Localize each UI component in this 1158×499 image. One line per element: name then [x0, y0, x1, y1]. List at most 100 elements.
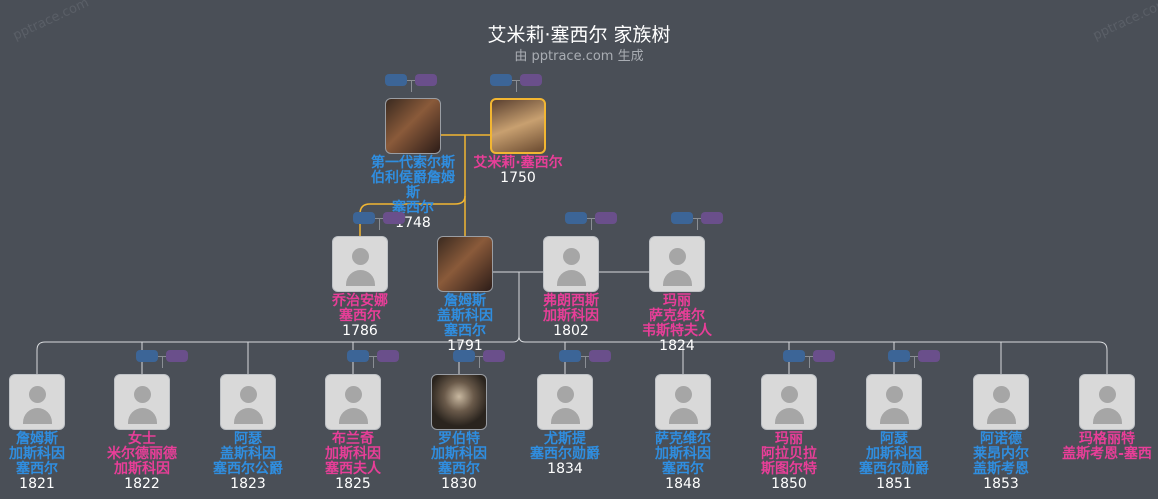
relation-badges[interactable]	[353, 212, 409, 230]
name-line: 韦斯特夫人	[642, 323, 712, 339]
spouse-button[interactable]	[595, 212, 617, 224]
spouse-button[interactable]	[483, 350, 505, 362]
relation-badges[interactable]	[888, 350, 944, 368]
parents-button[interactable]	[565, 212, 587, 224]
person-photo[interactable]	[655, 374, 711, 430]
birth-year: 1853	[983, 476, 1019, 492]
name-line: 萨克维尔	[649, 308, 705, 324]
relation-badges[interactable]	[453, 350, 509, 368]
name-line: 塞西尔	[438, 461, 480, 477]
person-photo[interactable]	[537, 374, 593, 430]
name-line: 加斯科因	[114, 461, 170, 477]
person-photo[interactable]	[761, 374, 817, 430]
spouse-button[interactable]	[383, 212, 405, 224]
parents-button[interactable]	[888, 350, 910, 362]
name-line: 加斯科因	[866, 446, 922, 462]
name-line: 詹姆斯	[16, 431, 58, 447]
spouse-button[interactable]	[166, 350, 188, 362]
parents-button[interactable]	[347, 350, 369, 362]
person-name: 乔治安娜塞西尔	[295, 294, 425, 324]
parents-button[interactable]	[353, 212, 375, 224]
person-photo[interactable]	[114, 374, 170, 430]
person-name: 萨克维尔加斯科因塞西尔	[618, 432, 748, 477]
name-line: 阿诺德	[980, 431, 1022, 447]
parents-button[interactable]	[453, 350, 475, 362]
parents-button[interactable]	[671, 212, 693, 224]
relation-badges[interactable]	[559, 350, 615, 368]
spouse-button[interactable]	[918, 350, 940, 362]
child-line-gold	[359, 195, 466, 236]
name-line: 加斯科因	[655, 446, 711, 462]
person-photo[interactable]	[543, 236, 599, 292]
relation-badges[interactable]	[347, 350, 403, 368]
parents-button[interactable]	[559, 350, 581, 362]
person-photo[interactable]	[220, 374, 276, 430]
person-photo[interactable]	[490, 98, 546, 154]
badge-connector	[585, 356, 586, 368]
spouse-button[interactable]	[589, 350, 611, 362]
person-node[interactable]: 玛格丽特盖斯考恩-塞西	[1042, 374, 1158, 462]
spouse-button[interactable]	[520, 74, 542, 86]
avatar-icon	[669, 248, 686, 265]
person-photo[interactable]	[332, 236, 388, 292]
name-line: 玛格丽特	[1079, 431, 1135, 447]
person-name: 阿诺德莱昂内尔盖斯考恩	[936, 432, 1066, 477]
relation-badges[interactable]	[671, 212, 727, 230]
name-line: 塞西尔勋爵	[530, 446, 600, 462]
spouse-button[interactable]	[377, 350, 399, 362]
parents-button[interactable]	[490, 74, 512, 86]
name-line: 詹姆斯	[444, 293, 486, 309]
birth-year: 1850	[771, 476, 807, 492]
parents-button[interactable]	[783, 350, 805, 362]
relation-badges[interactable]	[565, 212, 621, 230]
person-photo[interactable]	[9, 374, 65, 430]
name-line: 加斯科因	[325, 446, 381, 462]
avatar-icon	[669, 408, 698, 424]
person-photo[interactable]	[437, 236, 493, 292]
person-photo[interactable]	[431, 374, 487, 430]
avatar-icon	[557, 386, 574, 403]
spouse-button[interactable]	[813, 350, 835, 362]
person-photo[interactable]	[973, 374, 1029, 430]
badge-connector	[516, 80, 517, 92]
relation-badges[interactable]	[783, 350, 839, 368]
person-photo[interactable]	[866, 374, 922, 430]
name-line: 盖斯科因	[220, 446, 276, 462]
relation-badges[interactable]	[136, 350, 192, 368]
person-photo[interactable]	[385, 98, 441, 154]
person-photo[interactable]	[1079, 374, 1135, 430]
name-line: 塞西尔	[339, 308, 381, 324]
parents-button[interactable]	[136, 350, 158, 362]
spouse-button[interactable]	[701, 212, 723, 224]
person-name: 布兰奇加斯科因塞西夫人	[288, 432, 418, 477]
relation-badges[interactable]	[490, 74, 546, 92]
name-line: 盖斯科因	[437, 308, 493, 324]
name-line: 塞西尔	[392, 200, 434, 216]
relation-badges[interactable]	[385, 74, 441, 92]
name-line: 塞西尔	[444, 323, 486, 339]
avatar-icon	[663, 270, 692, 286]
person-photo[interactable]	[325, 374, 381, 430]
avatar-icon	[557, 270, 586, 286]
spouse-button[interactable]	[415, 74, 437, 86]
avatar-icon	[345, 386, 362, 403]
parents-button[interactable]	[385, 74, 407, 86]
avatar-icon	[551, 408, 580, 424]
name-line: 塞西夫人	[325, 461, 381, 477]
person-photo[interactable]	[649, 236, 705, 292]
